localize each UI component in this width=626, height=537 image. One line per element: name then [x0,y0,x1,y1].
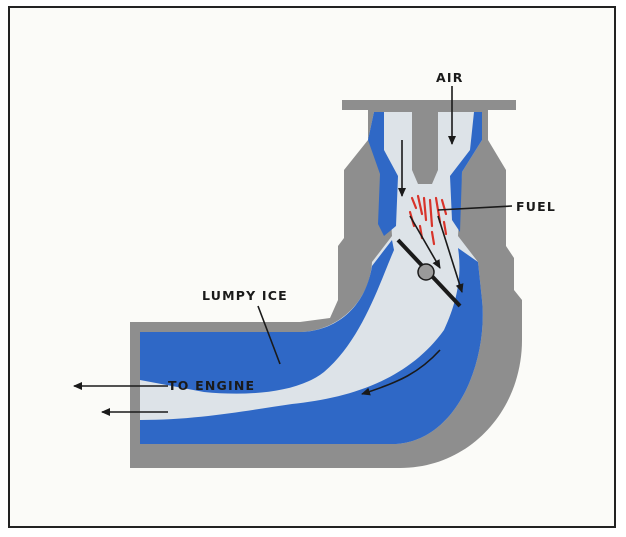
fuel-label: FUEL [516,199,556,214]
ice-venturi-left [368,112,398,236]
ice-venturi-right [450,112,482,232]
ice-leader-line [257,305,281,365]
throttle-valve [396,238,462,308]
fuel-nozzle [412,112,438,184]
to-engine-label: TO ENGINE [168,378,255,393]
air-label: AIR [436,70,464,85]
lumpy-ice-label: LUMPY ICE [202,288,288,303]
flow-arrows [361,140,464,396]
ice-lower-deposit [140,248,483,444]
fuel-leader-line [437,205,513,211]
ice-upper-deposit [140,240,394,394]
outflow-arrows [73,382,168,416]
